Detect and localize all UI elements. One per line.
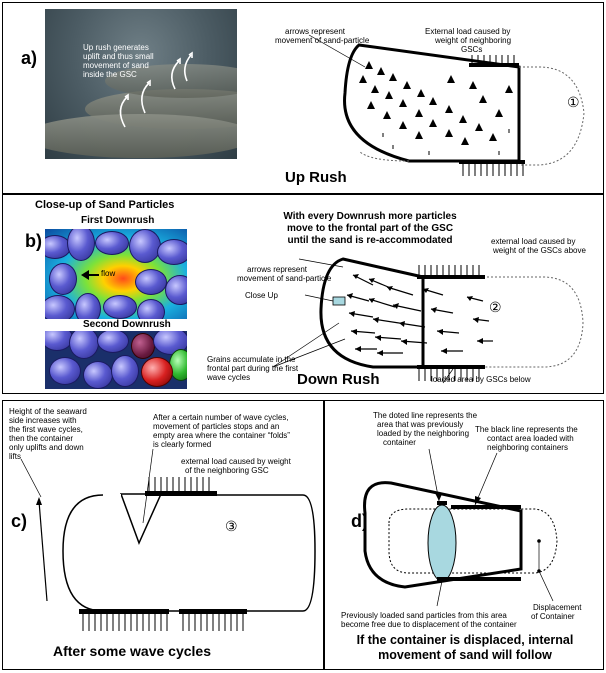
- arrows-note-b-1: arrows represent: [247, 265, 307, 274]
- up-rush-title: Up Rush: [285, 169, 347, 186]
- first-downrush-closeup: flow: [45, 229, 187, 319]
- up-rush-diagram: [329, 33, 599, 183]
- displaced-title-2: movement of sand will follow: [327, 648, 603, 663]
- downrush-header-1: With every Downrush more particles: [255, 211, 485, 223]
- flow-label: flow: [101, 269, 115, 278]
- marker-1: ①: [567, 95, 580, 109]
- first-downrush-label: First Downrush: [81, 215, 154, 227]
- panel-b-label: b): [25, 231, 42, 252]
- loaded-area-note: loaded area by GSCs below: [431, 375, 531, 384]
- marker-3: ③: [225, 519, 238, 533]
- after-cycles-diagram: [3, 401, 325, 671]
- displacement-note-1: Displacement: [533, 603, 581, 612]
- flow-arrow: [81, 269, 101, 281]
- after-cycles-title: After some wave cycles: [53, 643, 211, 659]
- previously-note-1: Previously loaded sand particles from th…: [341, 611, 507, 620]
- marker-2: ②: [489, 300, 502, 314]
- external-load-b-2: weight of the GSCs above: [493, 246, 586, 255]
- second-downrush-closeup: [45, 331, 187, 389]
- up-rush-photo: Up rush generates uplift and thus small …: [45, 9, 237, 159]
- displaced-title-1: If the container is displaced, internal: [327, 633, 603, 648]
- displacement-note-2: of Container: [531, 612, 575, 621]
- photo-curved-arrows: [45, 9, 237, 159]
- downrush-header-3: until the sand is re-accommodated: [255, 235, 485, 247]
- grains-note-3: wave cycles: [207, 373, 250, 382]
- previously-note-2: become free due to displacement of the c…: [341, 620, 517, 629]
- panel-a: a) Up rush generates uplift and thus sma…: [2, 2, 604, 194]
- down-rush-title: Down Rush: [297, 371, 380, 388]
- grains-note-2: frontal part during the first: [207, 364, 298, 373]
- panel-b: b) Close-up of Sand Particles First Down…: [2, 194, 604, 394]
- panel-a-label: a): [21, 48, 37, 69]
- panel-c: c) Height of the seaward side increases …: [2, 400, 324, 670]
- panel-d: d) The doted line represents the area th…: [324, 400, 604, 670]
- closeup-title: Close-up of Sand Particles: [35, 199, 174, 211]
- close-up-label: Close Up: [245, 291, 278, 300]
- displaced-container-diagram: [325, 401, 605, 671]
- downrush-header-2: move to the frontal part of the GSC: [255, 223, 485, 235]
- second-downrush-label: Second Downrush: [83, 319, 171, 331]
- grains-note-1: Grains accumulate in the: [207, 355, 296, 364]
- external-load-b-1: external load caused by: [491, 237, 576, 246]
